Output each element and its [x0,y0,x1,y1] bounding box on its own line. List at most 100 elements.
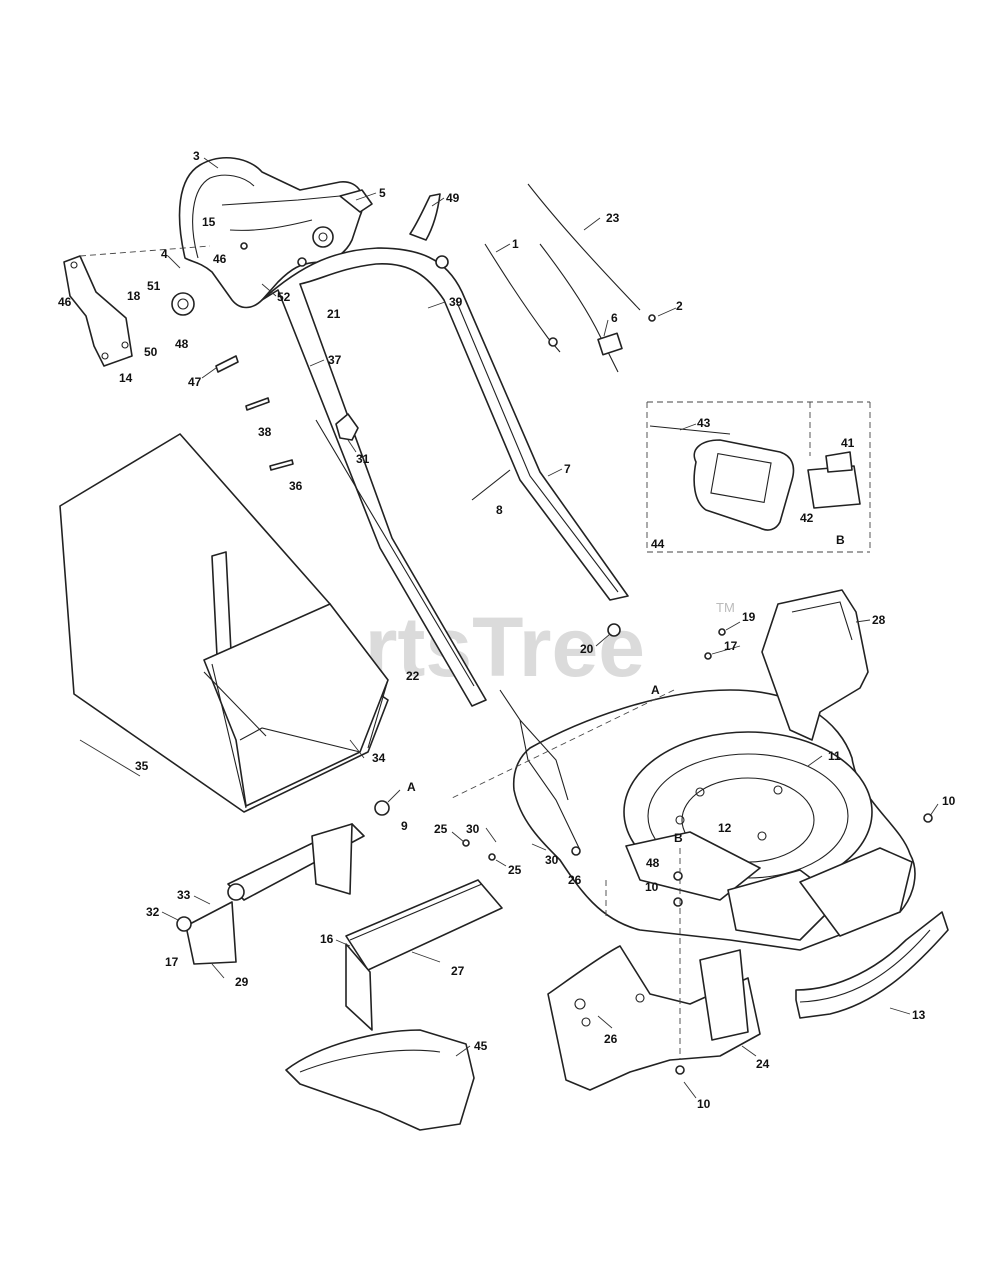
callout-5[interactable]: 5 [379,186,386,200]
callout-50[interactable]: 50 [144,345,158,359]
nut[interactable] [675,1065,685,1075]
callout-11[interactable]: 11 [828,749,841,763]
callout-22[interactable]: 22 [406,669,420,683]
callout-7[interactable]: 7 [564,462,571,476]
mower-deck[interactable] [512,689,916,951]
callout-46[interactable]: 46 [58,295,72,309]
callout-12[interactable]: 12 [718,821,732,835]
callout-32[interactable]: 32 [146,905,160,919]
pivot-bracket[interactable] [63,255,133,367]
callout-15[interactable]: 15 [202,215,216,229]
callout-16[interactable]: 16 [320,932,334,946]
callout-39[interactable]: 39 [449,295,463,309]
bolt[interactable] [462,839,470,847]
rear-baffle[interactable] [547,945,761,1091]
callout-45[interactable]: 45 [474,1039,488,1053]
callout-21[interactable]: 21 [327,307,341,321]
bearing[interactable] [374,800,390,816]
callout-41[interactable]: 41 [841,436,855,450]
callout-43[interactable]: 43 [697,416,711,430]
callout-46[interactable]: 46 [213,252,227,266]
nut[interactable] [673,897,683,907]
callout-47[interactable]: 47 [188,375,202,389]
wing-knob[interactable] [335,413,359,441]
callout-28[interactable]: 28 [872,613,886,627]
callout-51[interactable]: 51 [147,279,161,293]
bolt[interactable] [488,853,496,861]
ref-line-a [451,689,675,799]
callout-8[interactable]: 8 [496,503,503,517]
bolt[interactable] [297,257,307,267]
callout-10[interactable]: 10 [697,1097,711,1111]
callout-19[interactable]: 19 [742,610,756,624]
callout-48[interactable]: 48 [646,856,660,870]
shoulder-bolt[interactable] [245,397,270,411]
callout-9[interactable]: 9 [401,819,408,833]
callout-34[interactable]: 34 [372,751,386,765]
callout-49[interactable]: 49 [446,191,460,205]
mulch-plug[interactable] [345,879,503,1031]
callout-10[interactable]: 10 [942,794,956,808]
bail-lever[interactable] [409,193,441,241]
control-cable[interactable] [484,183,641,373]
callout-37[interactable]: 37 [328,353,342,367]
callout-13[interactable]: 13 [912,1008,926,1022]
callout-25[interactable]: 25 [434,822,448,836]
rear-shield[interactable] [176,800,390,965]
callout-26[interactable]: 26 [604,1032,618,1046]
handle-knob-right[interactable] [435,255,449,269]
callout-30[interactable]: 30 [545,853,559,867]
drive-bracket[interactable] [499,689,581,851]
bolt[interactable] [648,314,656,322]
callout-18[interactable]: 18 [127,289,141,303]
callout-48[interactable]: 48 [175,337,189,351]
upper-handle[interactable] [178,157,373,309]
bolt[interactable] [718,628,726,636]
callout-10[interactable]: 10 [645,880,659,894]
nut[interactable] [673,871,683,881]
bolt[interactable] [704,652,712,660]
callout-26[interactable]: 26 [568,873,582,887]
callout-36[interactable]: 36 [289,479,303,493]
bolt[interactable] [240,242,248,250]
callout-27[interactable]: 27 [451,964,465,978]
callout-labels: 3 15 5 49 23 1 4 46 46 18 51 52 21 39 6 … [58,149,956,1111]
deck-skirt[interactable] [795,911,949,1019]
callout-29[interactable]: 29 [235,975,249,989]
discharge-chute[interactable] [761,589,869,741]
callout-1[interactable]: 1 [512,237,519,251]
nut[interactable] [571,846,581,856]
callout-a[interactable]: A [407,780,416,794]
nut[interactable] [607,623,621,637]
callout-25[interactable]: 25 [508,863,522,877]
callout-24[interactable]: 24 [756,1057,770,1071]
callout-4[interactable]: 4 [161,247,168,261]
rod[interactable] [471,469,511,501]
callout-33[interactable]: 33 [177,888,191,902]
callout-20[interactable]: 20 [580,642,594,656]
lower-handle[interactable] [261,247,629,707]
callout-3[interactable]: 3 [193,149,200,163]
callout-a[interactable]: A [651,683,660,697]
watermark-tm: TM [716,600,735,615]
callout-38[interactable]: 38 [258,425,272,439]
rear-door[interactable] [693,439,795,531]
callout-17[interactable]: 17 [165,955,179,969]
bag-frame[interactable] [211,603,389,809]
callout-42[interactable]: 42 [800,511,814,525]
callout-30[interactable]: 30 [466,822,480,836]
grass-bag[interactable] [59,433,389,813]
callout-35[interactable]: 35 [135,759,149,773]
deflector[interactable] [285,1029,475,1131]
hex-bolt[interactable] [215,355,239,373]
callout-b[interactable]: B [674,831,683,845]
handle-knob[interactable] [171,292,195,316]
callout-23[interactable]: 23 [606,211,620,225]
callout-31[interactable]: 31 [356,452,370,466]
callout-52[interactable]: 52 [277,290,291,304]
callout-6[interactable]: 6 [611,311,618,325]
callout-17[interactable]: 17 [724,639,738,653]
callout-2[interactable]: 2 [676,299,683,313]
carriage-bolt[interactable] [269,459,294,471]
callout-14[interactable]: 14 [119,371,133,385]
